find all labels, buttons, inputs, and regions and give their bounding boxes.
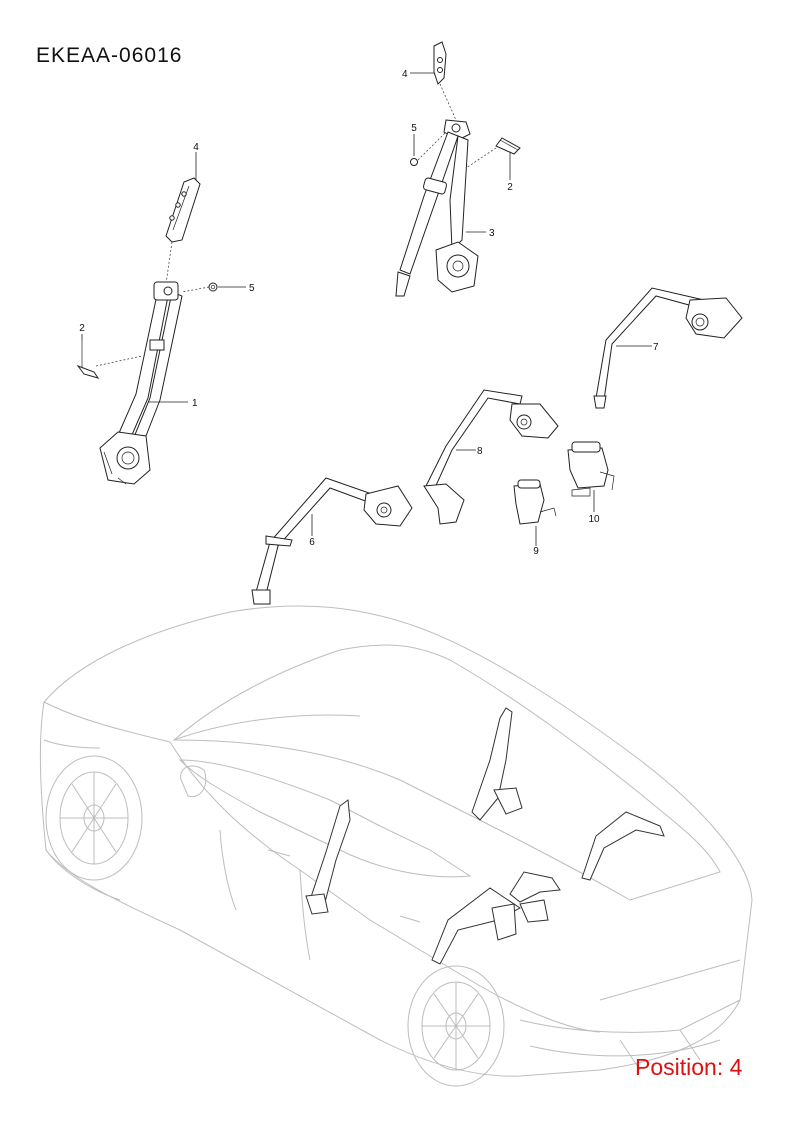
callout-6: 6	[309, 537, 315, 548]
callout-2-left: 2	[79, 323, 85, 334]
anchor-plate-part[interactable]	[76, 340, 100, 379]
rear-belt-left-part[interactable]	[251, 477, 413, 605]
callout-2-top: 2	[507, 182, 513, 193]
upper-anchor-part[interactable]	[433, 41, 447, 85]
callout-3: 3	[489, 228, 495, 239]
vehicle-outline	[39, 605, 753, 1087]
front-belt-part[interactable]	[99, 281, 183, 485]
callout-4-left: 4	[193, 142, 199, 153]
diagram-code: EKEAA-06016	[36, 44, 183, 67]
front-belt-upper-part[interactable]	[395, 119, 479, 297]
callout-1: 1	[192, 398, 198, 409]
clip-part[interactable]	[208, 282, 218, 292]
callout-9: 9	[533, 546, 539, 557]
rear-belt-right-part[interactable]	[593, 287, 743, 409]
double-buckle-part[interactable]	[567, 441, 615, 512]
front-belt-assembly-right	[395, 41, 521, 297]
front-belt-assembly-left	[76, 152, 246, 485]
callout-5-top: 5	[411, 123, 417, 134]
clip-part-2[interactable]	[410, 158, 418, 166]
callout-7: 7	[653, 342, 659, 353]
height-adjuster-part[interactable]	[165, 177, 201, 243]
callout-10: 10	[588, 514, 600, 525]
callout-4-top: 4	[402, 69, 408, 80]
vehicle-belt-positions	[305, 707, 665, 965]
callout-8: 8	[477, 446, 483, 457]
buckle-part[interactable]	[513, 479, 557, 546]
callout-5-left: 5	[249, 283, 255, 294]
rear-belt-center-part[interactable]	[423, 389, 559, 525]
guide-bracket-part[interactable]	[495, 137, 521, 155]
position-label: Position: 4	[635, 1054, 743, 1080]
